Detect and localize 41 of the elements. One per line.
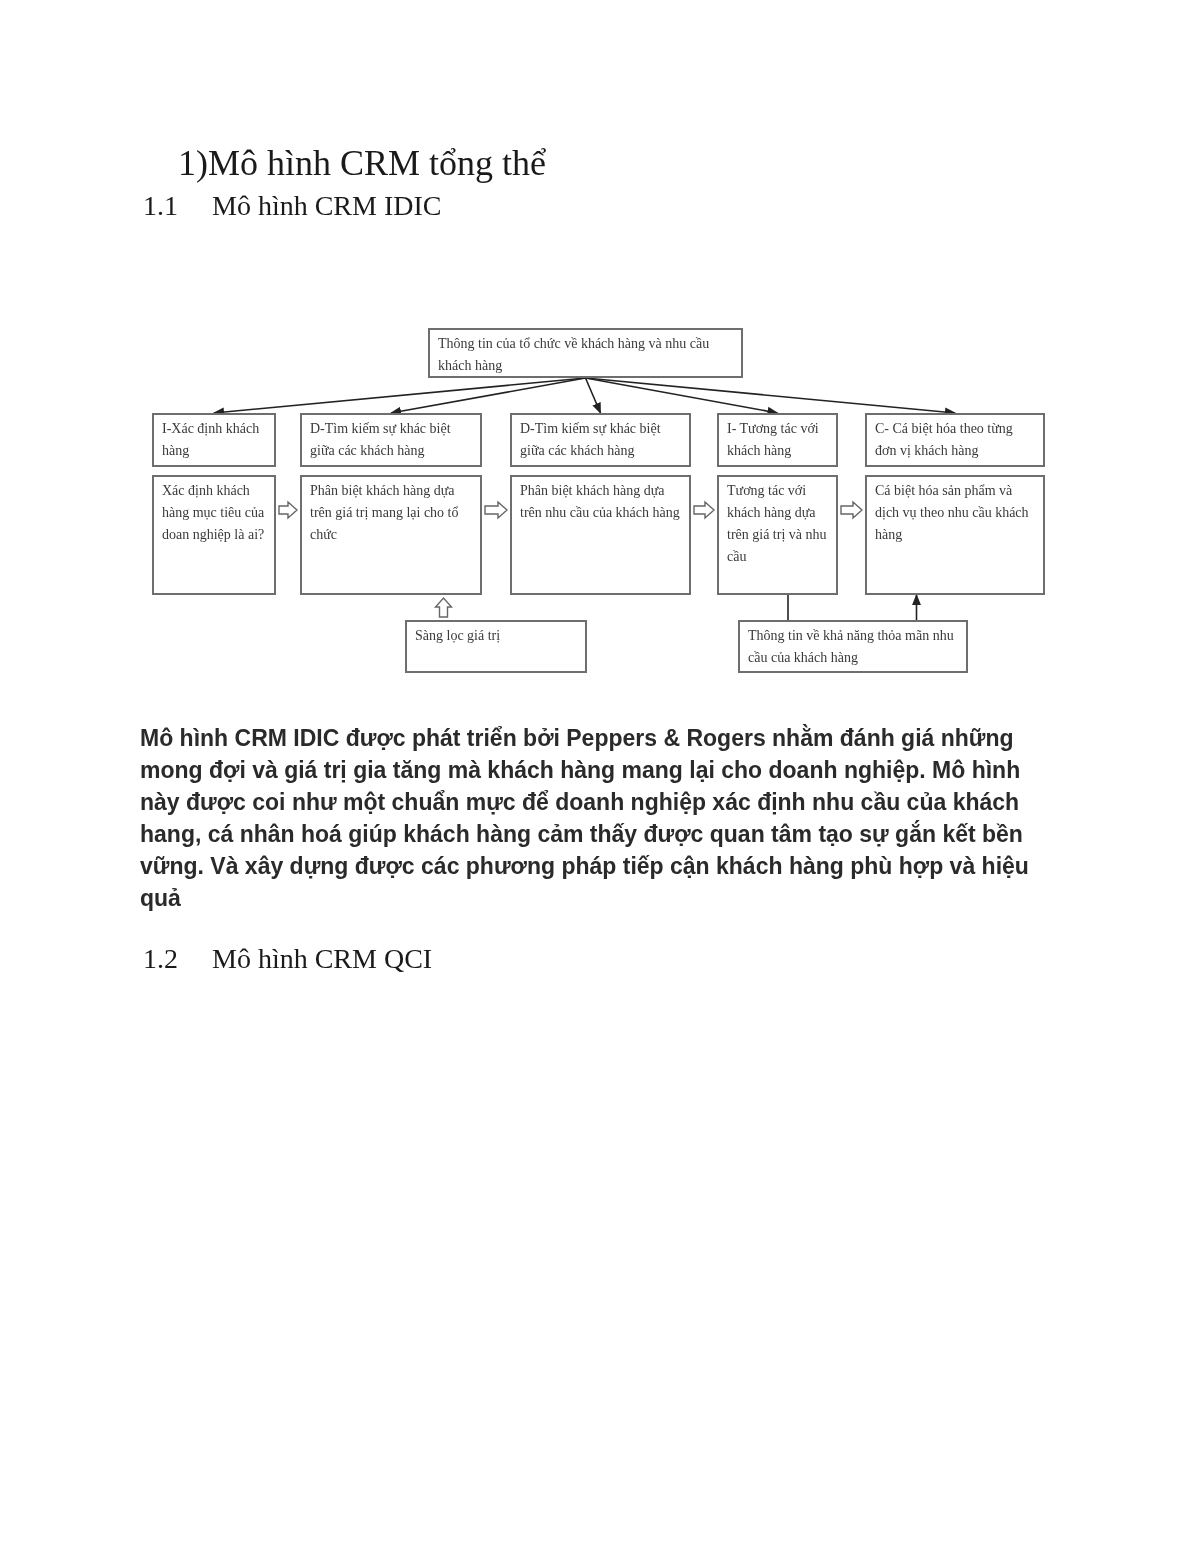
process-box: [717, 475, 838, 595]
process-box: [300, 413, 482, 467]
box-label: Cá biệt hóa sản phẩm và dịch vụ theo nhu cầu khách hàng: [875, 482, 1030, 544]
arrow: [389, 377, 587, 416]
box-label: Phân biệt khách hàng dựa trên giá trị mang lại cho tổ chức: [310, 482, 460, 544]
box-label: Thông tin về khả năng thỏa mãn nhu cầu của khách hàng: [748, 627, 955, 667]
process-box: [428, 328, 743, 378]
box-label: C- Cá biệt hóa theo từng đơn vị khách hàng: [875, 420, 1014, 460]
box-label: Phân biệt khách hàng dựa trên nhu cầu của khách hàng: [520, 482, 681, 522]
box-label: Sàng lọc giá trị: [415, 627, 502, 645]
arrow: [912, 593, 921, 621]
box-label: I- Tương tác với khách hàng: [727, 420, 820, 460]
block-arrow: [840, 500, 864, 520]
box-label: Xác định khách hàng mục tiêu của doan nghiệp là ai?: [162, 482, 266, 544]
block-arrow: [433, 596, 454, 618]
process-box: [152, 475, 276, 595]
box-label: Tương tác với khách hàng dựa trên giá trị và nhu cầu: [727, 482, 828, 566]
box-label: I-Xác định khách hàng: [162, 420, 261, 460]
process-box: [865, 413, 1045, 467]
process-box: [300, 475, 482, 595]
section-number: 1.1: [143, 190, 178, 222]
process-box: [510, 413, 691, 467]
arrow: [584, 377, 602, 415]
process-box: [738, 620, 968, 673]
block-arrow: [484, 500, 509, 520]
paragraph: Mô hình CRM IDIC được phát triển bởi Peppers & Rogers nhằm đánh giá những mong đợi và giá trị gia tăng mà khách hàng mang lại cho doanh nghiệp. Mô hình này được coi như một chuẩn mực để doanh nghiệp xác định nhu cầu của khách hang, cá nhân hoá giúp khách hàng cảm thấy được quan tâm tạo sự gắn kết bền vững. Và xây dựng được các phương pháp tiếp cận khách hàng phù hợp và hiệu quả: [140, 723, 1030, 913]
process-box: [865, 475, 1045, 595]
process-box: [152, 413, 276, 467]
section-heading: Mô hình CRM IDIC: [212, 190, 442, 222]
heading: 1)Mô hình CRM tổng thể: [178, 142, 546, 184]
process-box: [717, 413, 838, 467]
process-box: [405, 620, 587, 673]
section-heading: Mô hình CRM QCI: [212, 943, 433, 975]
box-label: D-Tìm kiếm sự khác biệt giữa các khách hàng: [310, 420, 452, 460]
section-number: 1.2: [143, 943, 178, 975]
connector-line: [787, 594, 789, 621]
box-label: D-Tìm kiếm sự khác biệt giữa các khách hàng: [520, 420, 662, 460]
block-arrow: [693, 500, 716, 520]
block-arrow: [278, 500, 299, 520]
box-label: Thông tin của tổ chức về khách hàng và nhu cầu khách hàng: [438, 335, 711, 375]
process-box: [510, 475, 691, 595]
